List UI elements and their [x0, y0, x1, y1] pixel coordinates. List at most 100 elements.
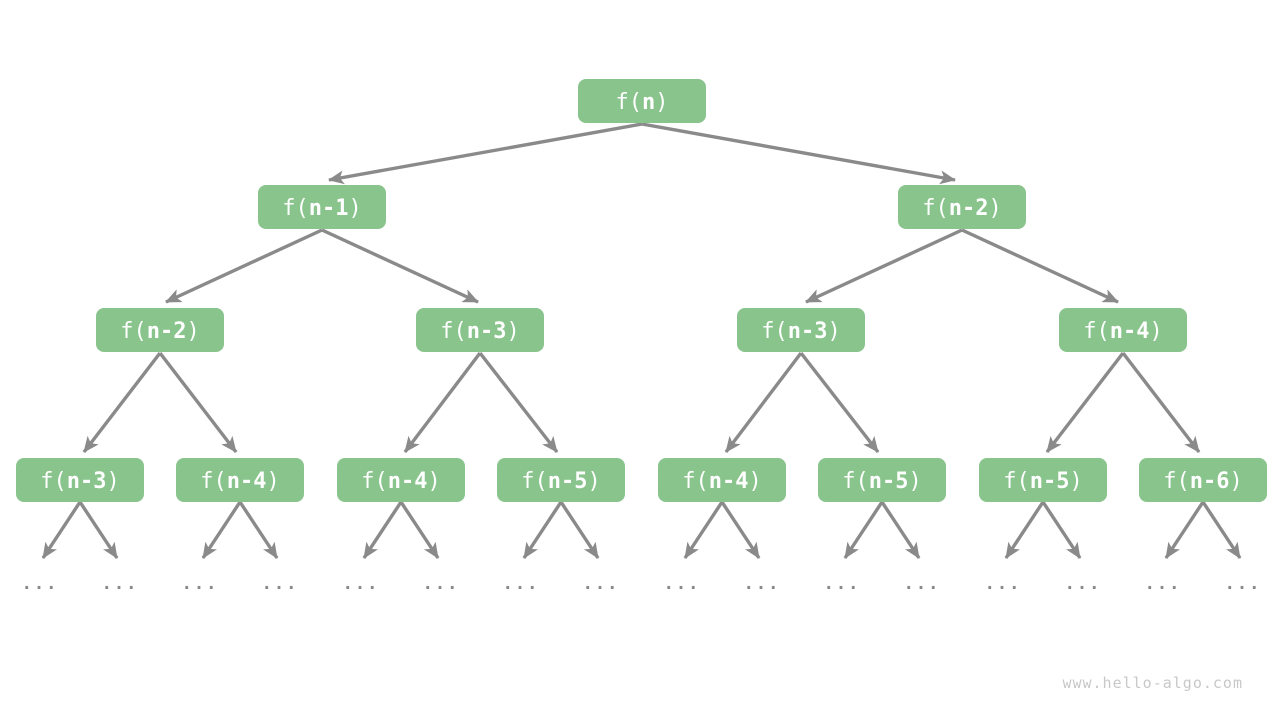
node-label: f(n-2): [120, 319, 200, 344]
tree-node: f(n-3): [416, 308, 544, 352]
label-post: ): [909, 469, 922, 494]
edge-arrow: [559, 501, 600, 559]
label-post: ): [1070, 469, 1083, 494]
node-box: [96, 308, 224, 352]
label-post: ): [828, 319, 841, 344]
edge-arrow: [41, 501, 82, 559]
edge-arrow: [158, 351, 238, 454]
label-post: ): [107, 469, 120, 494]
tree-node: f(n-4): [1059, 308, 1187, 352]
edge-arrow: [724, 351, 803, 454]
ellipsis: ...: [262, 574, 299, 594]
edge-arrow: [961, 228, 1119, 304]
edge-arrow: [78, 501, 119, 559]
label-post: ): [267, 469, 280, 494]
edge-arrow: [1201, 501, 1242, 559]
edge-arrow: [1041, 501, 1082, 559]
label-arg: n-5: [1030, 469, 1070, 494]
edge-arrow: [321, 228, 479, 304]
label-pre: f(: [361, 469, 388, 494]
edge-arrow: [165, 228, 323, 304]
label-pre: f(: [1163, 469, 1190, 494]
tree-node: f(n-2): [898, 185, 1026, 229]
edge-arrow: [805, 228, 963, 304]
ellipsis: ...: [1145, 574, 1182, 594]
node-box: [176, 458, 304, 502]
ellipsis: ...: [904, 574, 941, 594]
node-label: f(n-6): [1163, 469, 1243, 494]
tree-node: f(n-5): [497, 458, 625, 502]
label-post: ): [1150, 319, 1163, 344]
label-arg: n-6: [1190, 469, 1230, 494]
label-arg: n-4: [709, 469, 749, 494]
node-label: f(n-4): [1083, 319, 1163, 344]
node-label: f(n-3): [40, 469, 120, 494]
node-box: [337, 458, 465, 502]
edge-arrow: [641, 122, 956, 185]
tree-node: f(n-4): [176, 458, 304, 502]
node-box: [898, 185, 1026, 229]
node-label: f(n-3): [440, 319, 520, 344]
label-arg: n-1: [309, 196, 349, 221]
node-box: [1059, 308, 1187, 352]
edge-arrow: [328, 122, 643, 185]
label-arg: n-3: [67, 469, 107, 494]
label-pre: f(: [200, 469, 227, 494]
edge-arrow: [1045, 351, 1125, 454]
label-arg: n-3: [788, 319, 828, 344]
label-arg: n-2: [949, 196, 989, 221]
edge-arrow: [403, 351, 482, 454]
node-box: [658, 458, 786, 502]
node-label: f(n-2): [922, 196, 1002, 221]
node-label: f(n-5): [521, 469, 601, 494]
node-label: f(n-5): [1003, 469, 1083, 494]
label-post: ): [428, 469, 441, 494]
label-pre: f(: [1083, 319, 1110, 344]
node-label: f(n-4): [682, 469, 762, 494]
tree-node: f(n-3): [737, 308, 865, 352]
edge-arrow: [201, 501, 242, 559]
node-box: [578, 79, 706, 123]
label-post: ): [1230, 469, 1243, 494]
edge-arrow: [522, 501, 563, 559]
node-label: f(n): [616, 90, 669, 115]
tree-node: f(n-3): [16, 458, 144, 502]
node-label: f(n-3): [761, 319, 841, 344]
edge-arrow: [880, 501, 921, 559]
node-box: [497, 458, 625, 502]
label-arg: n-2: [147, 319, 187, 344]
edge-arrow: [362, 501, 403, 559]
label-post: ): [655, 90, 668, 115]
node-box: [1139, 458, 1267, 502]
edge-arrow: [1004, 501, 1045, 559]
watermark: www.hello-algo.com: [1062, 674, 1243, 692]
tree-node: f(n-1): [258, 185, 386, 229]
label-arg: n-5: [548, 469, 588, 494]
label-pre: f(: [1003, 469, 1030, 494]
label-arg: n: [642, 90, 655, 115]
node-box: [737, 308, 865, 352]
tree-node: f(n): [578, 79, 706, 123]
node-label: f(n-1): [282, 196, 362, 221]
label-pre: f(: [616, 90, 643, 115]
label-arg: n-4: [1110, 319, 1150, 344]
edge-arrow: [82, 351, 162, 454]
label-post: ): [349, 196, 362, 221]
edge-arrow: [1121, 351, 1201, 454]
ellipsis: ...: [664, 574, 701, 594]
label-arg: n-4: [227, 469, 267, 494]
label-pre: f(: [120, 319, 147, 344]
tree-node: f(n-6): [1139, 458, 1267, 502]
ellipsis: ...: [182, 574, 219, 594]
node-box: [979, 458, 1107, 502]
label-pre: f(: [761, 319, 788, 344]
label-pre: f(: [842, 469, 869, 494]
label-post: ): [749, 469, 762, 494]
label-post: ): [989, 196, 1002, 221]
label-pre: f(: [40, 469, 67, 494]
ellipsis: ...: [343, 574, 380, 594]
ellipsis: ...: [1065, 574, 1102, 594]
label-arg: n-5: [869, 469, 909, 494]
edge-arrow: [683, 501, 724, 559]
